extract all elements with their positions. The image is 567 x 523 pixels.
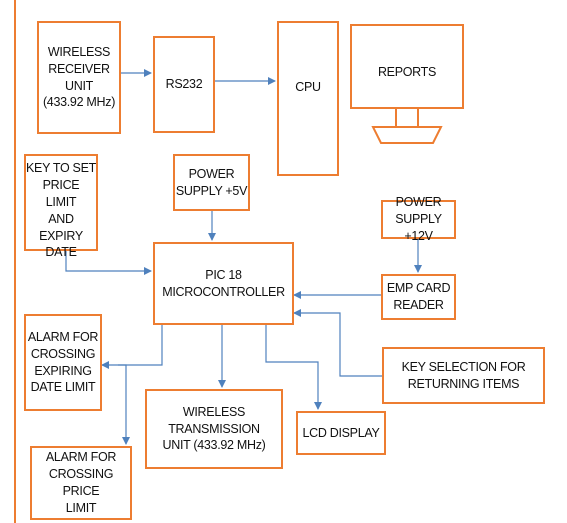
power-5v-label: POWER SUPPLY +5V bbox=[175, 166, 248, 198]
emp-card-reader-label: EMP CARD READER bbox=[386, 281, 451, 312]
arrow-pic-to-alarm-expiry bbox=[101, 325, 163, 369]
alarm-price-label: ALARM FOR CROSSING PRICE LIMIT bbox=[45, 450, 117, 515]
left-margin-rule bbox=[14, 0, 16, 523]
key-price-limit-label: KEY TO SET PRICE LIMIT AND EXPIRY DATE bbox=[26, 161, 96, 260]
monitor-icon bbox=[371, 107, 443, 144]
cpu-box: CPU bbox=[277, 21, 339, 176]
wireless-receiver-box: WIRELESS RECEIVER UNIT (433.92 MHz) bbox=[37, 21, 121, 134]
arrow-pic-to-lcd bbox=[265, 325, 322, 410]
pic18-microcontroller-box: PIC 18 MICROCONTROLLER bbox=[153, 242, 294, 325]
key-selection-label: KEY SELECTION FOR RETURNING ITEMS bbox=[401, 359, 526, 391]
cpu-label: CPU bbox=[295, 80, 321, 94]
wireless-transmission-label: WIRELESS TRANSMISSION UNIT (433.92 MHz) bbox=[162, 404, 266, 453]
rs232-box: RS232 bbox=[153, 36, 215, 133]
key-price-limit-box: KEY TO SET PRICE LIMIT AND EXPIRY DATE bbox=[24, 154, 98, 259]
key-selection-box: KEY SELECTION FOR RETURNING ITEMS bbox=[382, 347, 545, 404]
emp-card-reader-box: EMP CARD READER bbox=[381, 274, 456, 320]
pic18-microcontroller-label: PIC 18 MICROCONTROLLER bbox=[162, 267, 285, 299]
alarm-price-box: ALARM FOR CROSSING PRICE LIMIT bbox=[30, 446, 132, 520]
reports-box: REPORTS bbox=[350, 24, 464, 109]
alarm-expiry-box: ALARM FOR CROSSING EXPIRING DATE LIMIT bbox=[24, 314, 102, 411]
wireless-transmission-box: WIRELESS TRANSMISSION UNIT (433.92 MHz) bbox=[145, 389, 283, 469]
power-5v-box: POWER SUPPLY +5V bbox=[173, 154, 250, 211]
lcd-display-label: LCD DISPLAY bbox=[302, 425, 380, 440]
wireless-receiver-label: WIRELESS RECEIVER UNIT (433.92 MHz) bbox=[42, 44, 116, 110]
lcd-display-box: LCD DISPLAY bbox=[296, 411, 386, 455]
rs232-label: RS232 bbox=[165, 77, 203, 92]
power-12v-box: POWER SUPPLY +12V bbox=[381, 195, 456, 243]
arrow-key-to-pic bbox=[65, 250, 152, 275]
reports-label: REPORTS bbox=[377, 65, 437, 79]
alarm-expiry-label: ALARM FOR CROSSING EXPIRING DATE LIMIT bbox=[27, 329, 99, 395]
arrow-keyselection-to-pic bbox=[293, 309, 382, 377]
power-12v-label: POWER SUPPLY +12V bbox=[395, 195, 442, 243]
arrow-pic-to-alarm-price bbox=[118, 364, 130, 445]
